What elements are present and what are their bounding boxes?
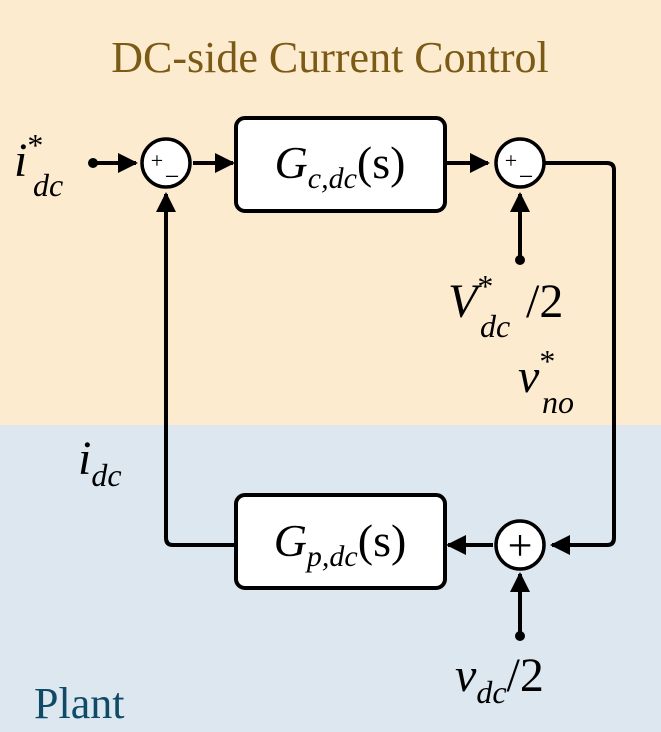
feedforward-plus-sign: + — [505, 148, 517, 173]
plant-transfer-function-label: Gp,dc(s) — [274, 515, 407, 573]
disturbance-voltage-label: vdc/2 — [455, 649, 544, 710]
reference-terminal-dot — [88, 158, 98, 168]
disturbance-plus-sign: + — [508, 521, 533, 570]
feedforward-minus-sign: − — [519, 162, 534, 191]
feedforward-voltage-subscript: dc — [480, 308, 510, 344]
control-signal-wire — [545, 161, 616, 555]
plant-region-title: Plant — [34, 679, 124, 728]
feedforward-summing-junction[interactable]: + − — [494, 137, 546, 191]
disturbance-terminal-dot — [515, 631, 525, 641]
feedback-wire — [156, 192, 236, 547]
reference-current-label: i* — [14, 127, 43, 187]
signal-wires — [93, 153, 616, 636]
error-plus-sign: + — [151, 148, 163, 173]
plant-transfer-function-block[interactable]: Gp,dc(s) — [234, 493, 447, 590]
control-output-voltage-subscript: no — [542, 384, 574, 420]
error-summing-junction[interactable]: + − — [140, 137, 192, 191]
feedforward-voltage-suffix: /2 — [526, 275, 563, 328]
controller-transfer-function-block[interactable]: Gc,dc(s) — [234, 116, 447, 213]
feedforward-terminal-dot — [515, 255, 525, 265]
feedforward-voltage-label: V* — [448, 268, 493, 328]
reference-current-subscript: dc — [33, 167, 63, 203]
controller-region-title: DC-side Current Control — [111, 33, 549, 82]
feedback-current-label: idc — [78, 432, 122, 493]
error-minus-sign: − — [165, 162, 180, 191]
control-output-voltage-label: v* — [518, 343, 555, 403]
disturbance-summing-junction[interactable]: + — [494, 519, 546, 571]
controller-transfer-function-label: Gc,dc(s) — [275, 137, 406, 195]
